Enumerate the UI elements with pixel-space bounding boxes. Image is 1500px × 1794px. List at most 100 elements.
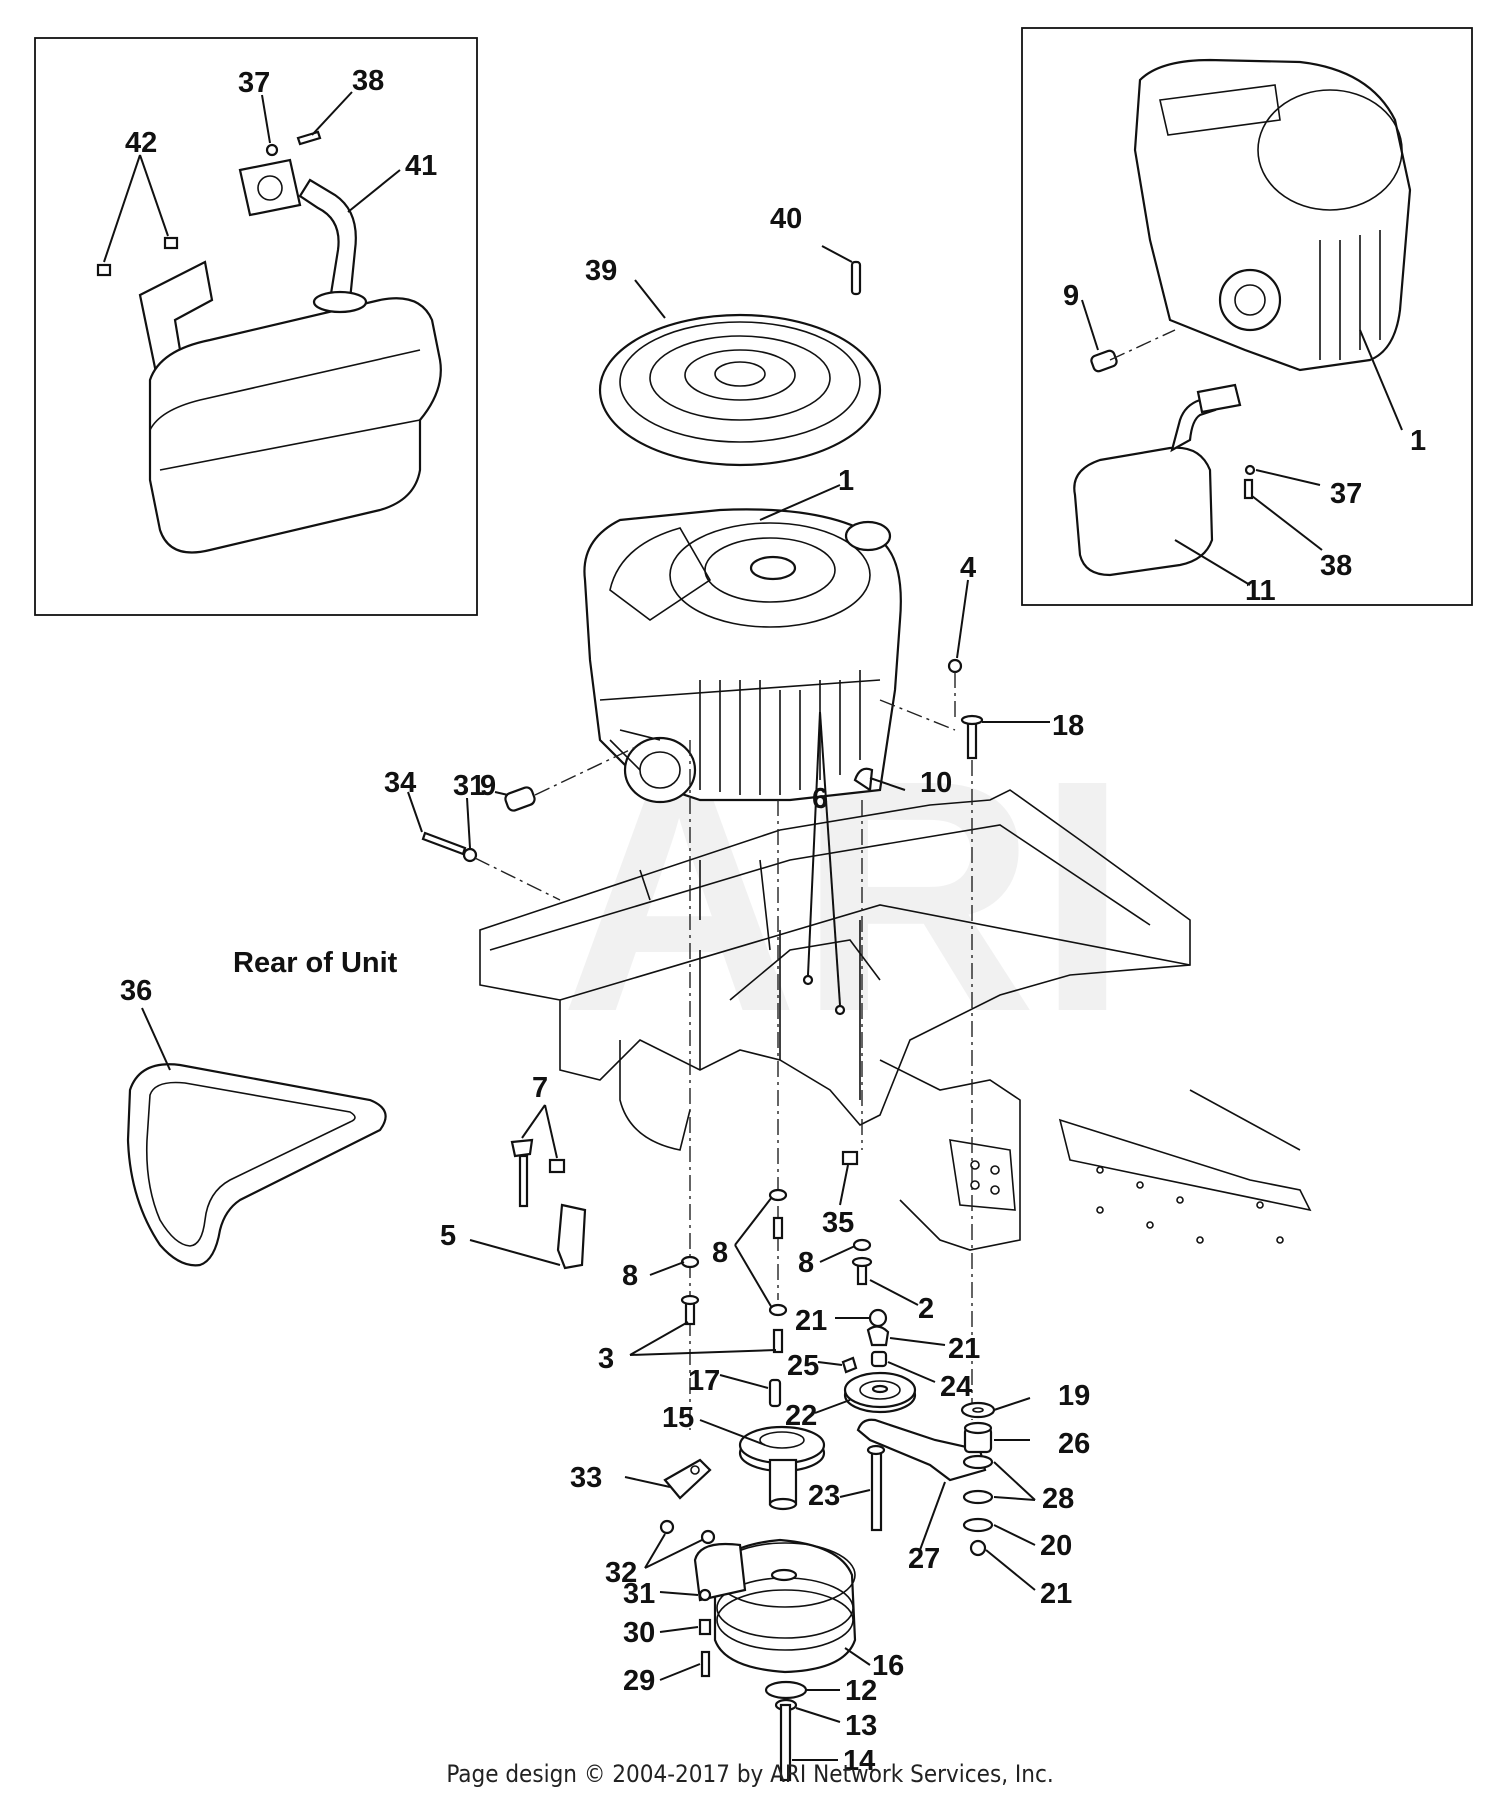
callout-8-right: 8 xyxy=(798,1247,814,1279)
callout-9: 9 xyxy=(480,770,496,802)
callout-19: 19 xyxy=(1058,1380,1090,1412)
mower-frame xyxy=(479,789,1312,1251)
bushing-28b xyxy=(962,1489,994,1505)
callout-12: 12 xyxy=(845,1675,877,1707)
nut-4 xyxy=(947,658,963,674)
nut-32b xyxy=(700,1529,716,1545)
nut-7 xyxy=(548,1158,566,1174)
engine-inset xyxy=(1133,58,1412,372)
callout-36: 36 xyxy=(120,975,152,1007)
screw-40 xyxy=(850,260,862,296)
washer-8d xyxy=(852,1238,872,1252)
callout-2: 2 xyxy=(918,1293,934,1325)
fuel-filter-9-inset xyxy=(1090,349,1118,373)
washer-8c xyxy=(768,1303,788,1317)
callout-23: 23 xyxy=(808,1480,840,1512)
spacer-30 xyxy=(698,1618,712,1636)
nut-37-inset xyxy=(265,143,279,157)
washer-8b xyxy=(768,1188,788,1202)
spacer-24 xyxy=(870,1350,888,1368)
spindle-15 xyxy=(699,1419,826,1511)
callout-35: 35 xyxy=(822,1207,854,1239)
callout-34: 34 xyxy=(384,767,416,799)
callout-26: 26 xyxy=(1058,1428,1090,1460)
callout-40: 40 xyxy=(770,203,802,235)
pto-clutch-16 xyxy=(693,1538,871,1674)
nut-31-clutch xyxy=(698,1588,712,1602)
callout-30: 30 xyxy=(623,1617,655,1649)
callout-31-clutch: 31 xyxy=(623,1578,655,1610)
callout-25: 25 xyxy=(787,1350,819,1382)
callout-39: 39 xyxy=(585,255,617,287)
callout-3: 3 xyxy=(598,1343,614,1375)
callout-labels: 42 37 38 41 40 39 9 1 37 38 11 1 4 18 9 … xyxy=(120,65,1426,1777)
callout-22: 22 xyxy=(785,1400,817,1432)
bolt-3c xyxy=(772,1328,784,1354)
callout-16: 16 xyxy=(872,1650,904,1682)
callout-24: 24 xyxy=(940,1371,972,1403)
screw-7 xyxy=(510,1138,534,1158)
engine-1 xyxy=(583,484,902,804)
air-cleaner-cover-39 xyxy=(598,279,882,467)
callout-8-left: 8 xyxy=(622,1260,638,1292)
callout-11: 11 xyxy=(1245,575,1276,607)
callout-10: 10 xyxy=(920,767,952,799)
callout-42: 42 xyxy=(125,127,157,159)
callout-6: 6 xyxy=(812,783,828,815)
callout-13: 13 xyxy=(845,1710,877,1742)
bolt-3b xyxy=(772,1216,784,1240)
inset-engine-right xyxy=(1021,27,1473,606)
bolt-18 xyxy=(966,720,978,760)
exhaust-pipe-41 xyxy=(298,178,357,302)
bolt-14 xyxy=(779,1703,792,1782)
callout-20: 20 xyxy=(1040,1530,1072,1562)
callout-4: 4 xyxy=(960,552,976,584)
plate-33 xyxy=(663,1458,712,1500)
callout-21-bottom: 21 xyxy=(1040,1578,1072,1610)
muffler-body xyxy=(148,297,442,554)
bolt-34 xyxy=(421,831,467,856)
callout-15: 15 xyxy=(662,1402,694,1434)
muffler-11-inset xyxy=(1073,446,1214,577)
callout-18: 18 xyxy=(1052,710,1084,742)
callout-1-inset: 1 xyxy=(1410,425,1426,457)
clip-25 xyxy=(841,1356,858,1374)
callout-38-inset-left: 38 xyxy=(352,65,384,97)
callout-21-mid: 21 xyxy=(948,1333,980,1365)
exhaust-flange xyxy=(238,158,302,217)
nut-32a xyxy=(659,1519,675,1535)
screw-42b xyxy=(163,236,179,250)
washer-8a xyxy=(680,1255,700,1269)
bolt-23 xyxy=(870,1448,883,1532)
callout-37-inset-left: 37 xyxy=(238,67,270,99)
clamp-10 xyxy=(853,767,874,792)
inset-frame-left xyxy=(34,37,478,616)
idler-arm-27 xyxy=(856,1418,987,1482)
washer-12 xyxy=(764,1680,808,1700)
nut-35 xyxy=(841,1150,859,1166)
callout-33: 33 xyxy=(570,1462,602,1494)
bolt-38-inset xyxy=(296,130,322,146)
pin-17 xyxy=(768,1378,782,1408)
inset-muffler-left xyxy=(34,37,478,616)
callout-28: 28 xyxy=(1042,1483,1074,1515)
callout-14: 14 xyxy=(843,1745,875,1777)
callout-37-inset-right: 37 xyxy=(1330,478,1362,510)
copyright-footer: Page design © 2004-2017 by ARI Network S… xyxy=(446,1760,1053,1788)
nut-31-frame xyxy=(462,847,478,863)
callout-21-top: 21 xyxy=(795,1305,827,1337)
rear-of-unit-label: Rear of Unit xyxy=(233,947,398,979)
callout-5: 5 xyxy=(440,1220,456,1252)
callout-7: 7 xyxy=(532,1072,548,1104)
inset-frame-right xyxy=(1021,27,1473,606)
bolt-29 xyxy=(700,1650,711,1678)
washer-20 xyxy=(962,1517,994,1533)
bushing-28a xyxy=(962,1454,994,1470)
callout-31-frame: 31 xyxy=(453,770,485,802)
callout-27: 27 xyxy=(908,1543,940,1575)
callout-8-center: 8 xyxy=(712,1237,728,1269)
callout-38-inset-right: 38 xyxy=(1320,550,1352,582)
spring-21b xyxy=(866,1325,890,1347)
callout-32: 32 xyxy=(605,1557,637,1589)
